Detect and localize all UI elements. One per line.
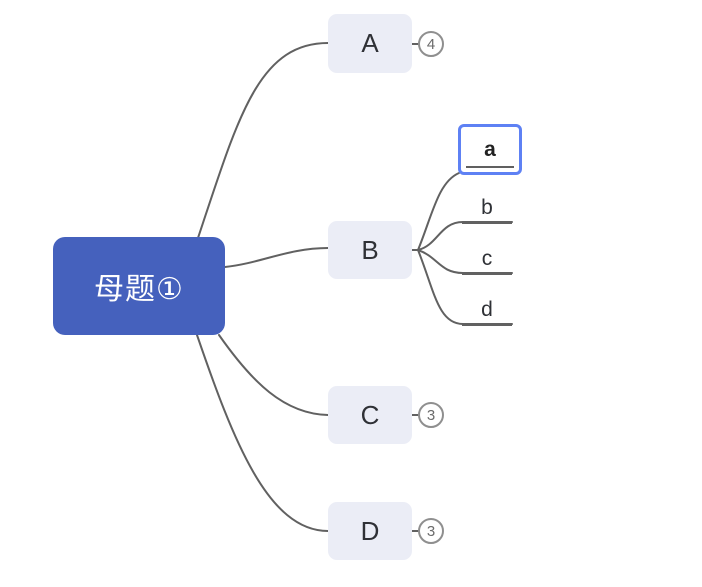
- link-root-to-D: [196, 334, 329, 532]
- node-C-label: C: [360, 399, 380, 430]
- collapse-badge-C-count: 3: [426, 406, 436, 424]
- collapse-badge-A[interactable]: 4: [418, 31, 444, 57]
- node-A-label: A: [361, 28, 379, 58]
- child-node-b-label: b: [481, 196, 493, 219]
- root-node[interactable]: 母题①: [53, 237, 225, 335]
- child-node-d-label: d: [481, 298, 493, 321]
- node-A[interactable]: A: [328, 14, 412, 73]
- collapse-badge-C[interactable]: 3: [418, 402, 444, 428]
- link-root-to-A: [197, 42, 329, 239]
- child-node-a-label: a: [484, 137, 496, 161]
- root-node-label: 母题①: [94, 273, 184, 306]
- link-root-to-C: [218, 334, 329, 416]
- collapse-badge-D-count: 3: [426, 522, 436, 540]
- child-node-a-underline: [466, 166, 514, 168]
- node-B-label: B: [361, 234, 379, 265]
- child-node-d[interactable]: d: [462, 291, 512, 326]
- link-B-to-c: [417, 249, 513, 274]
- node-D[interactable]: D: [328, 502, 412, 560]
- node-B[interactable]: B: [328, 221, 412, 279]
- child-node-c[interactable]: c: [462, 240, 512, 275]
- collapse-badge-A-count: 4: [426, 35, 436, 53]
- node-D-label: D: [360, 515, 380, 546]
- child-node-b[interactable]: b: [462, 189, 512, 224]
- child-node-a-selected[interactable]: a: [458, 124, 522, 175]
- link-B-to-a: [417, 172, 460, 251]
- collapse-badge-D[interactable]: 3: [418, 518, 444, 544]
- child-node-c-label: c: [481, 247, 493, 270]
- link-root-to-B: [224, 247, 329, 268]
- node-C[interactable]: C: [328, 386, 412, 444]
- link-B-to-d: [417, 249, 513, 325]
